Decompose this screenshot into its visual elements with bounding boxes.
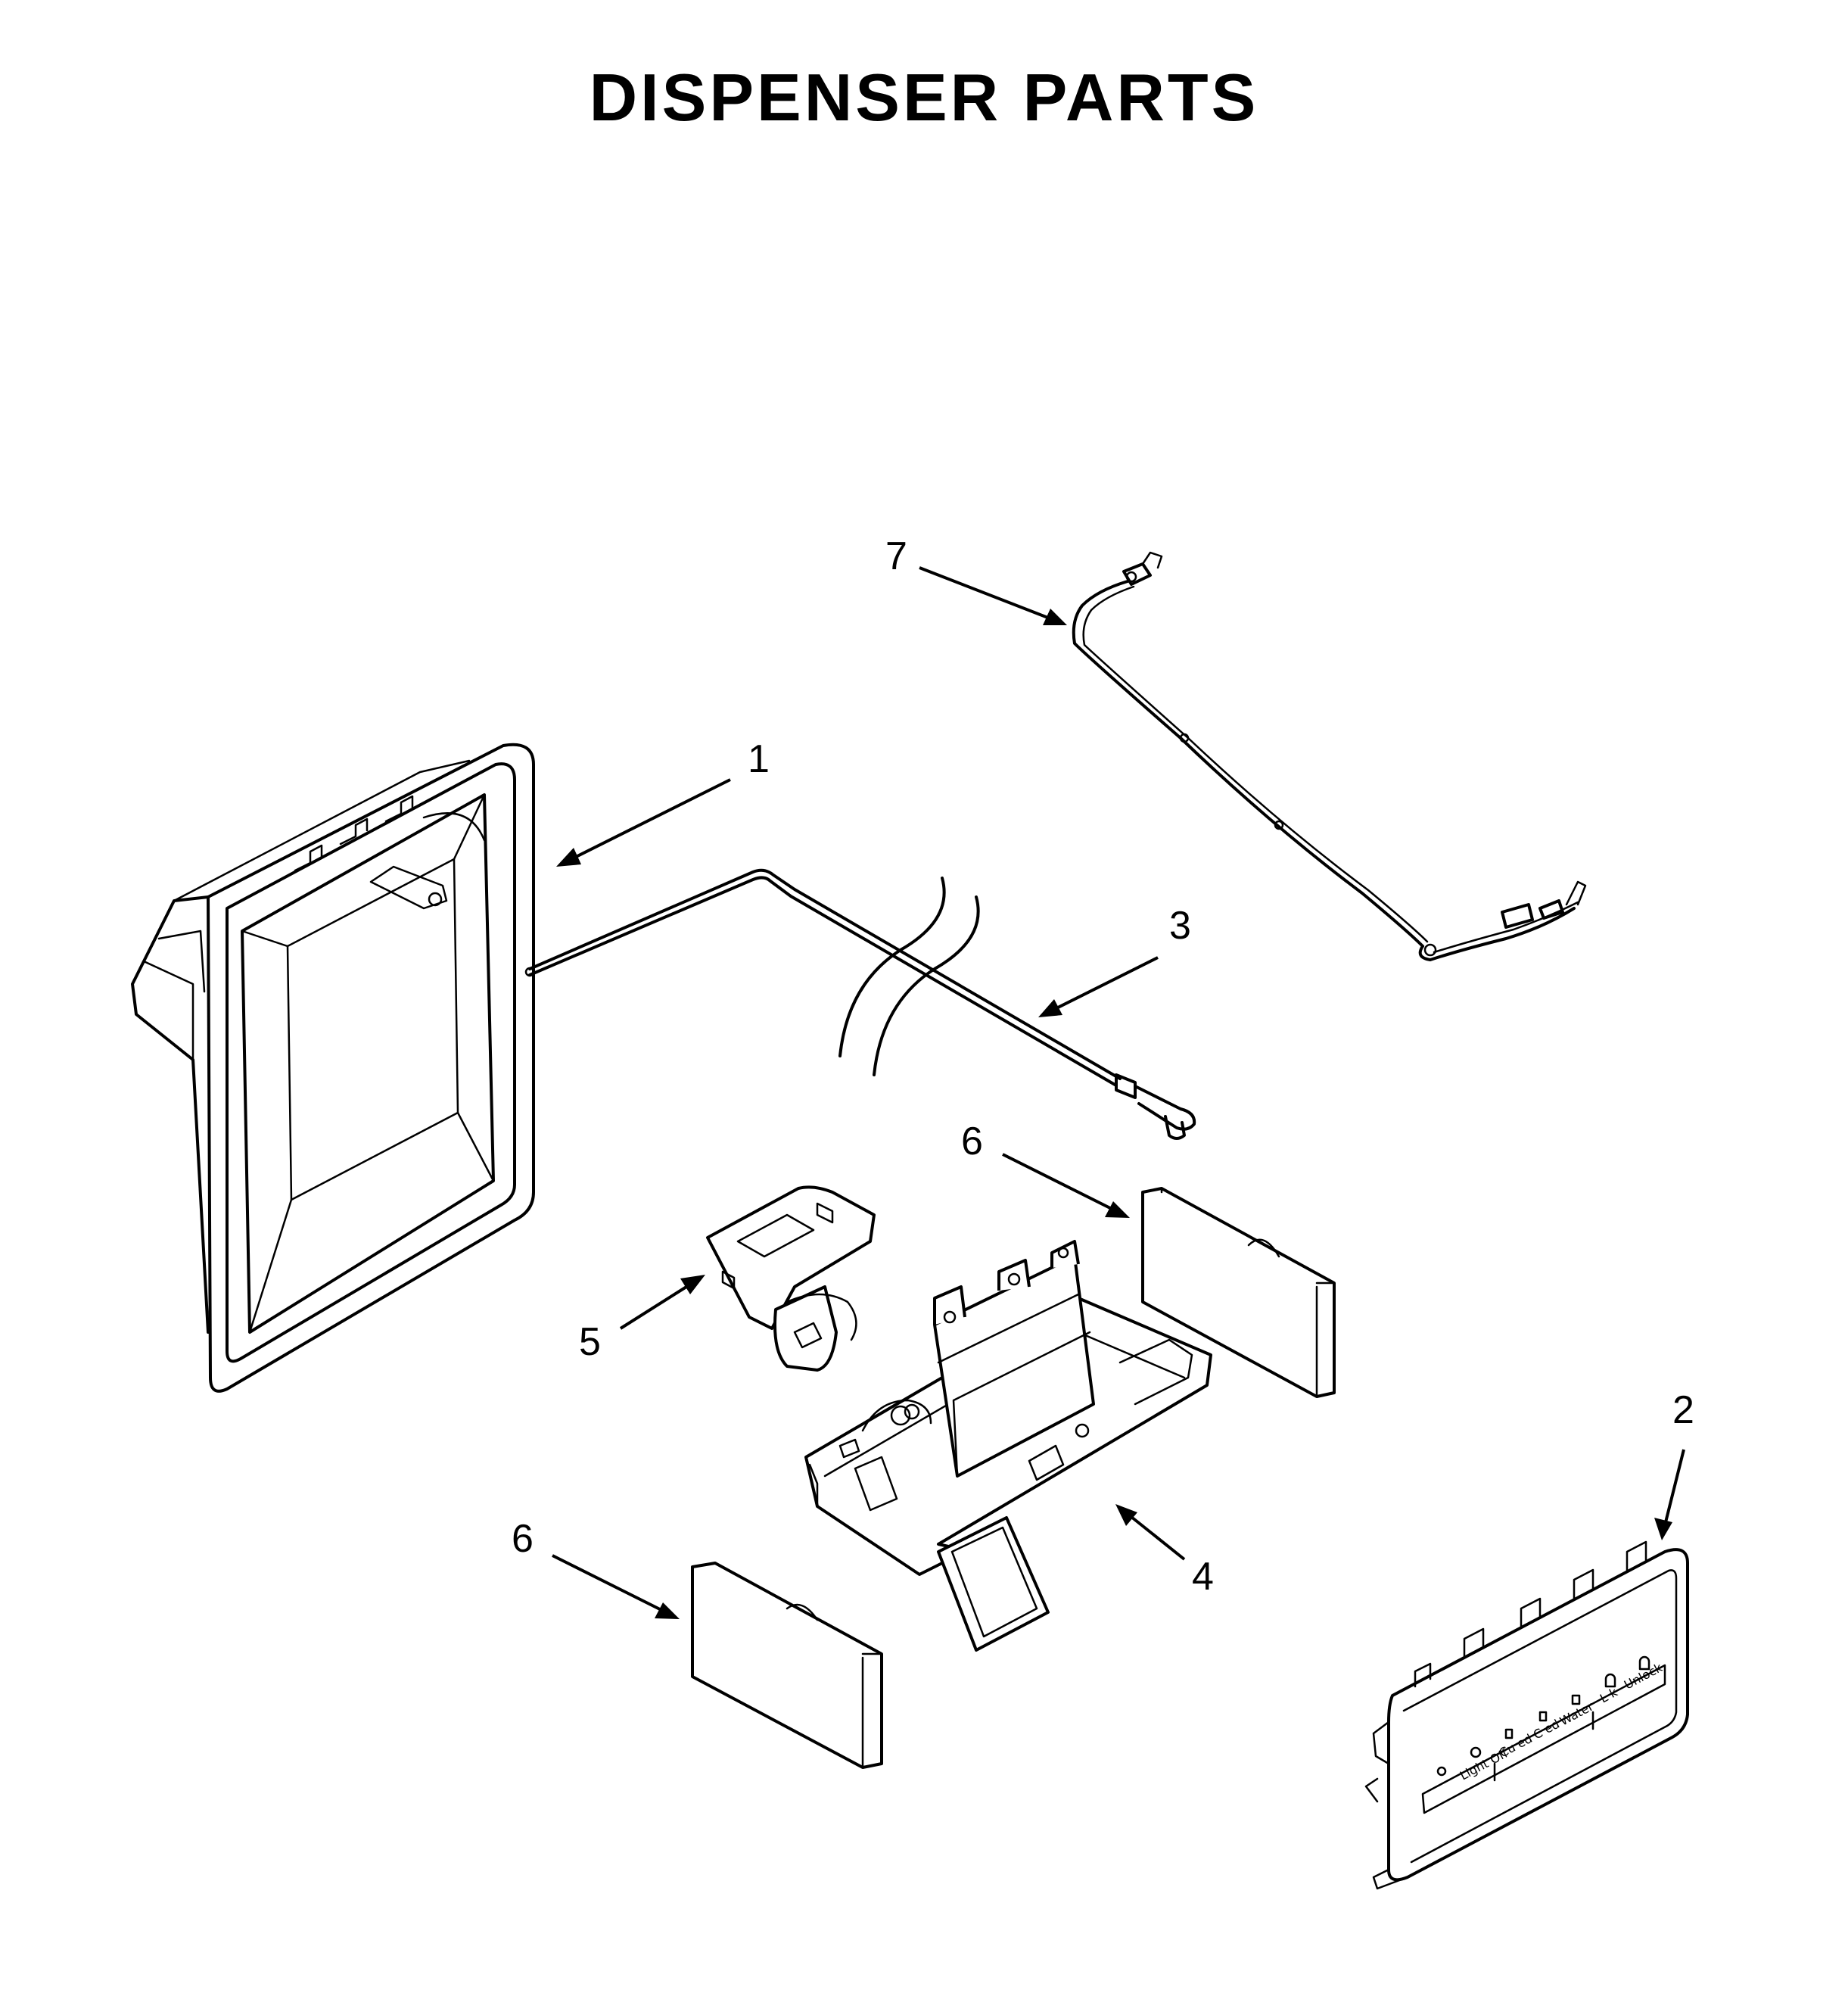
callout-2: 2 [1672,1388,1694,1432]
part-3-water-tube [524,868,1196,1140]
callout-3: 3 [1169,904,1191,948]
leader-arrows [552,566,1685,1619]
part-6-cover-upper [1141,1187,1336,1398]
part-7-wire-harness [1072,551,1587,961]
part-5-actuator-assembly [706,1185,876,1372]
part-2-control-panel [1364,1540,1689,1890]
callout-5: 5 [579,1320,601,1364]
callout-labels: 7 1 3 6 5 4 6 2 [512,534,1694,1599]
part-4-actuator-bracket [804,1240,1212,1652]
page-title: DISPENSER PARTS [589,60,1259,135]
callout-6-upper: 6 [961,1120,983,1163]
callout-6-lower: 6 [512,1517,534,1561]
callout-1: 1 [748,737,770,781]
callout-7: 7 [885,534,907,578]
part-6-cover-lower [691,1562,883,1769]
part-1-dispenser-housing [131,743,535,1393]
callout-4: 4 [1192,1555,1214,1599]
